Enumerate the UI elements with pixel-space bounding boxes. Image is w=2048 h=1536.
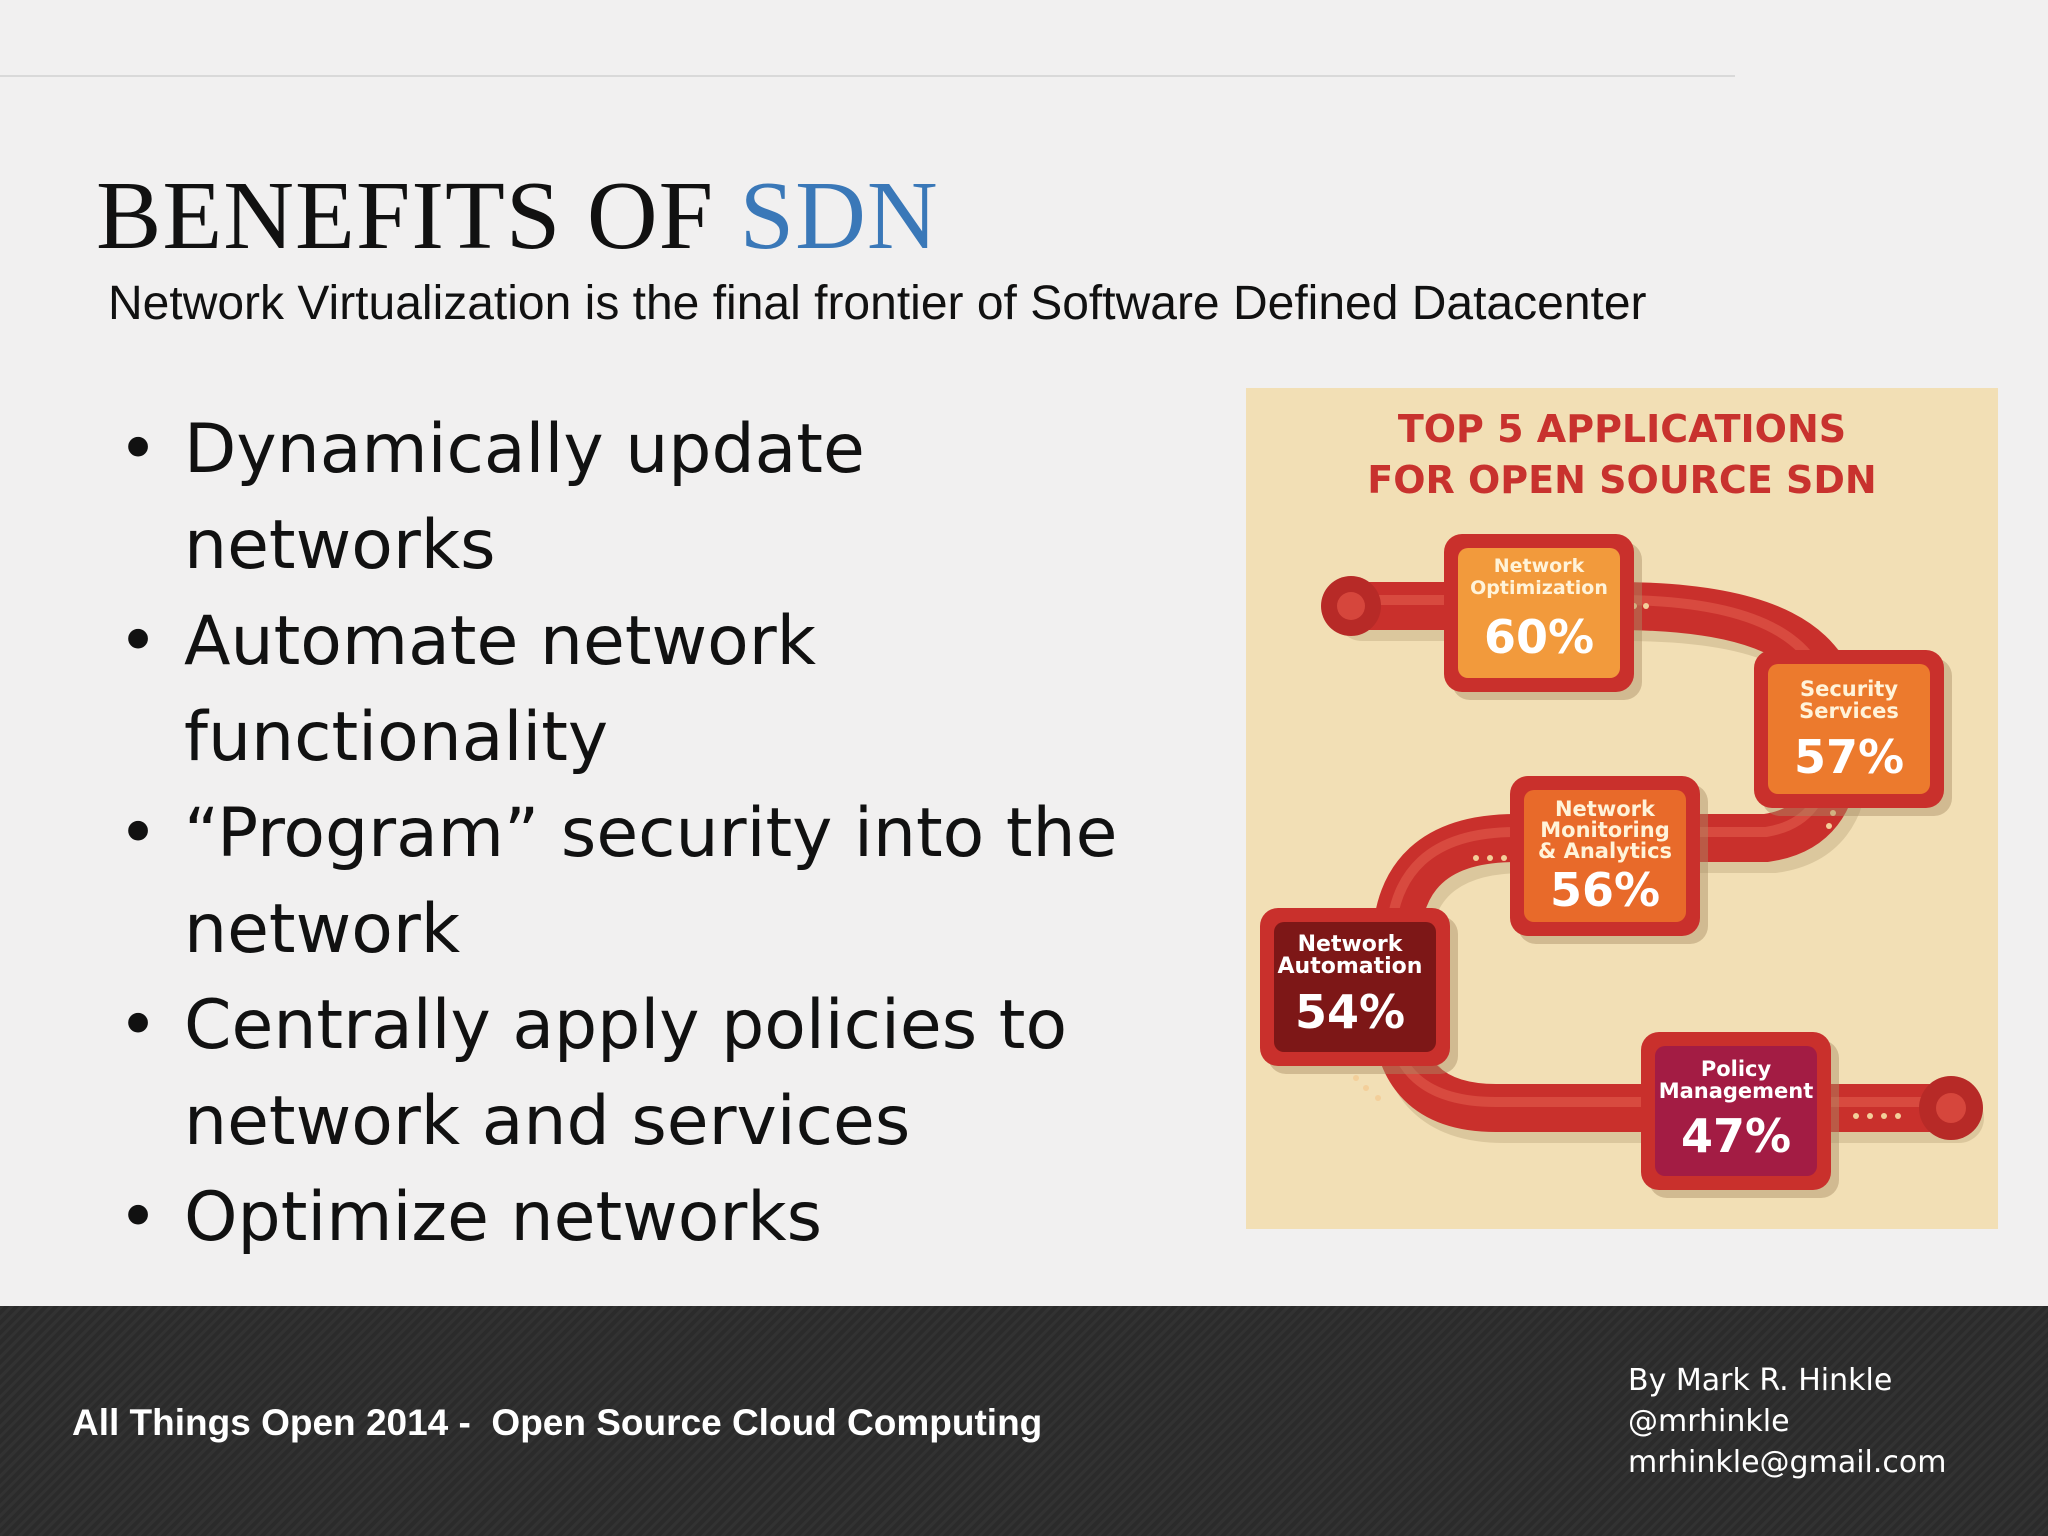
- item-security-services: Security Services 57%: [1754, 650, 1952, 816]
- footer-handle: @mrhinkle: [1628, 1404, 1790, 1439]
- item-label-line2: Optimization: [1470, 577, 1608, 599]
- item-fill: [1768, 664, 1930, 794]
- infographic-svg: TOP 5 APPLICATIONS FOR OPEN SOURCE SDN N…: [1260, 407, 1984, 1198]
- pipe-end-cap-inner: [1936, 1093, 1966, 1123]
- item-fill: [1274, 922, 1436, 1052]
- item-label-line1: Security: [1800, 677, 1898, 701]
- bullet-item: • Optimize networks: [112, 1170, 1192, 1266]
- bullet-text: Optimize networks: [184, 1178, 823, 1257]
- item-value: 57%: [1794, 730, 1904, 784]
- footer-bar: All Things Open 2014 - Open Source Cloud…: [0, 1306, 2048, 1536]
- item-label-line2: Automation: [1278, 954, 1423, 979]
- item-policy-management: Policy Management 47%: [1641, 1032, 1839, 1198]
- bullet-item: • Centrally apply policies to network and…: [112, 978, 1192, 1170]
- item-network-automation: Network Automation 54%: [1260, 908, 1458, 1074]
- item-label-line1: Network: [1494, 555, 1585, 577]
- sdn-infographic: TOP 5 APPLICATIONS FOR OPEN SOURCE SDN N…: [1246, 388, 1998, 1229]
- pipe-dots: [1353, 603, 1901, 1119]
- bullet-text: Automate network functionality: [184, 602, 817, 777]
- bullet-item: • “Program” security into the network: [112, 786, 1192, 978]
- pipe-start-cap-inner: [1337, 592, 1365, 620]
- bullet-text: “Program” security into the network: [184, 794, 1118, 969]
- bullet-text: Centrally apply policies to network and …: [184, 986, 1068, 1161]
- slide-subtitle: Network Virtualization is the final fron…: [108, 277, 1647, 330]
- item-label-line1: Network: [1298, 932, 1404, 957]
- item-label-line2: Management: [1659, 1079, 1814, 1103]
- item-value: 60%: [1484, 610, 1594, 664]
- infographic-title-line1: TOP 5 APPLICATIONS: [1398, 407, 1846, 451]
- title-accent: SDN: [739, 162, 939, 270]
- item-value: 54%: [1295, 985, 1405, 1039]
- item-fill: [1655, 1046, 1817, 1176]
- item-fill: [1524, 790, 1686, 922]
- item-value: 47%: [1681, 1109, 1791, 1163]
- footer-author-block: By Mark R. Hinkle @mrhinkle mrhinkle@gma…: [1628, 1360, 1947, 1483]
- item-fill: [1458, 548, 1620, 678]
- item-label-line2: Monitoring: [1540, 818, 1669, 842]
- footer-author: By Mark R. Hinkle: [1628, 1363, 1893, 1398]
- bullet-item: • Dynamically update networks: [112, 402, 1192, 594]
- item-label-line2: Services: [1799, 699, 1899, 723]
- top-divider: [0, 75, 1735, 77]
- slide-title: BENEFITS OF SDN: [96, 160, 939, 272]
- bullet-dot: •: [118, 602, 159, 681]
- item-label-line3: & Analytics: [1538, 839, 1672, 863]
- title-main: BENEFITS OF: [96, 162, 740, 270]
- footer-event: All Things Open 2014 - Open Source Cloud…: [72, 1402, 1043, 1443]
- item-value: 56%: [1550, 863, 1660, 917]
- bullet-dot: •: [118, 794, 159, 873]
- bullet-text: Dynamically update networks: [184, 410, 865, 585]
- item-network-monitoring: Network Monitoring & Analytics 56%: [1510, 776, 1708, 944]
- bullet-dot: •: [118, 1178, 159, 1257]
- infographic-title-line2: FOR OPEN SOURCE SDN: [1367, 458, 1876, 502]
- item-label-line1: Policy: [1701, 1057, 1772, 1081]
- item-label-line1: Network: [1555, 797, 1656, 821]
- bullet-list: • Dynamically update networks • Automate n…: [112, 402, 1192, 1266]
- bullet-item: • Automate network functionality: [112, 594, 1192, 786]
- bullet-dot: •: [118, 986, 159, 1065]
- bullet-dot: •: [118, 410, 159, 489]
- item-network-optimization: Network Optimization 60%: [1444, 534, 1642, 700]
- footer-email: mrhinkle@gmail.com: [1628, 1445, 1947, 1480]
